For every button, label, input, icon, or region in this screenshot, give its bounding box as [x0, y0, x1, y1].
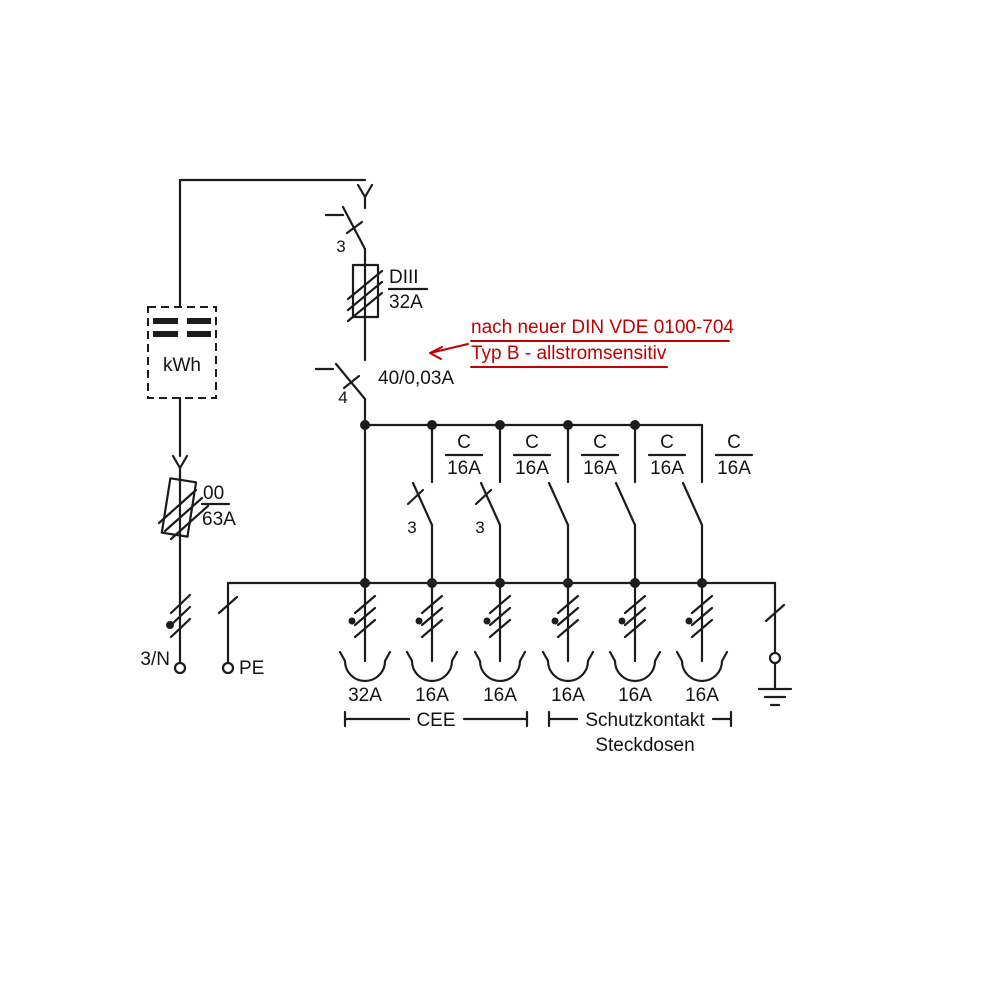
main-fuse-rating-label: 63A — [202, 509, 236, 530]
rcd-rating-label: 40/0,03A — [378, 368, 454, 389]
schuko-group-label-line1: Schutzkontakt — [585, 710, 705, 731]
breaker-rating-label: 16A — [583, 458, 617, 479]
junction-dot — [551, 617, 559, 625]
breaker-2: 3 C 16A — [474, 423, 552, 585]
breaker-curve-label: C — [727, 432, 741, 453]
conductor-slashes — [169, 593, 192, 639]
fuse-body — [351, 263, 380, 319]
breaker-poles-label: 3 — [475, 518, 484, 537]
breaker-curve-label: C — [457, 432, 471, 453]
kwh-meter: kWh — [147, 306, 217, 665]
schuko-group-bracket: Schutzkontakt Steckdosen — [547, 710, 733, 756]
earth-terminal-circle — [768, 651, 782, 665]
junction-dot — [166, 621, 174, 629]
fuse-phase-slashes — [346, 269, 384, 323]
pe-terminal: PE — [217, 581, 264, 679]
schuko-group-label-line2: Steckdosen — [595, 735, 694, 756]
supply-label: 3/N — [140, 649, 170, 670]
breaker-rating-label: 16A — [447, 458, 481, 479]
socket-rating-label: 16A — [415, 685, 449, 706]
kwh-meter-label: kWh — [163, 355, 201, 376]
annotation-arrow-icon — [429, 343, 469, 360]
breaker-3: C 16A — [547, 423, 620, 585]
breaker-rating-label: 16A — [515, 458, 549, 479]
socket-5: 16A — [608, 578, 662, 706]
socket-rating-label: 16A — [551, 685, 585, 706]
pole-tick — [345, 220, 364, 235]
junction-dot — [685, 617, 693, 625]
junction-dot — [415, 617, 423, 625]
breaker-rating-label: 16A — [717, 458, 751, 479]
socket-4: 16A — [541, 578, 595, 706]
feed-arrow-icon — [356, 183, 374, 199]
diii-rating-label: 32A — [389, 292, 423, 313]
socket-6: 16A — [675, 578, 729, 706]
bus-junction-dot — [360, 420, 370, 430]
breaker-1: 3 C 16A — [406, 423, 484, 585]
cee-group-bracket: CEE — [343, 710, 529, 731]
main-switch-poles-label: 3 — [336, 237, 345, 256]
junction-dot — [483, 617, 491, 625]
socket-2: 16A — [405, 578, 459, 706]
junction-dot — [348, 617, 356, 625]
supply-feed-wire — [178, 178, 367, 309]
junction-dot — [618, 617, 626, 625]
vde-annotation: nach neuer DIN VDE 0100-704 Typ B - alls… — [429, 317, 734, 368]
breaker-5: C 16A — [681, 423, 754, 585]
socket-rating-label: 16A — [483, 685, 517, 706]
earth-electrode — [757, 581, 793, 707]
annotation-line1: nach neuer DIN VDE 0100-704 — [471, 317, 734, 338]
breaker-curve-label: C — [525, 432, 539, 453]
supply-terminal-circle — [173, 661, 187, 675]
ground-icon — [757, 687, 793, 707]
socket-3: 16A — [473, 578, 527, 706]
breaker-4: C 16A — [614, 423, 687, 585]
socket-rating-label: 16A — [618, 685, 652, 706]
socket-rating-label: 32A — [348, 685, 382, 706]
feed-arrow-icon — [171, 454, 189, 470]
rcd-poles-label: 4 — [338, 388, 347, 407]
main-fuse-00: 00 63A — [157, 477, 236, 541]
cee-group-label: CEE — [416, 710, 455, 731]
rcd-breaker: 4 40/0,03A — [314, 362, 454, 585]
pe-label: PE — [239, 658, 264, 679]
breaker-curve-label: C — [593, 432, 607, 453]
main-switch: 3 — [324, 183, 374, 256]
fuse-phase-slashes — [157, 488, 210, 541]
pe-terminal-circle — [221, 661, 235, 675]
fuse-diii: DIII 32A — [346, 247, 429, 362]
main-fuse-size-label: 00 — [203, 483, 224, 504]
phase-bus — [360, 420, 704, 430]
socket-1: 32A — [338, 578, 392, 706]
diii-size-label: DIII — [389, 267, 419, 288]
breaker-poles-label: 3 — [407, 518, 416, 537]
breaker-curve-label: C — [660, 432, 674, 453]
annotation-lines — [429, 340, 730, 368]
kwh-meter-box — [147, 306, 217, 399]
breaker-rating-label: 16A — [650, 458, 684, 479]
annotation-line2: Typ B - allstromsensitiv — [471, 343, 667, 364]
socket-rating-label: 16A — [685, 685, 719, 706]
pole-tick — [342, 374, 361, 390]
incoming-terminal: 3/N — [140, 593, 192, 675]
